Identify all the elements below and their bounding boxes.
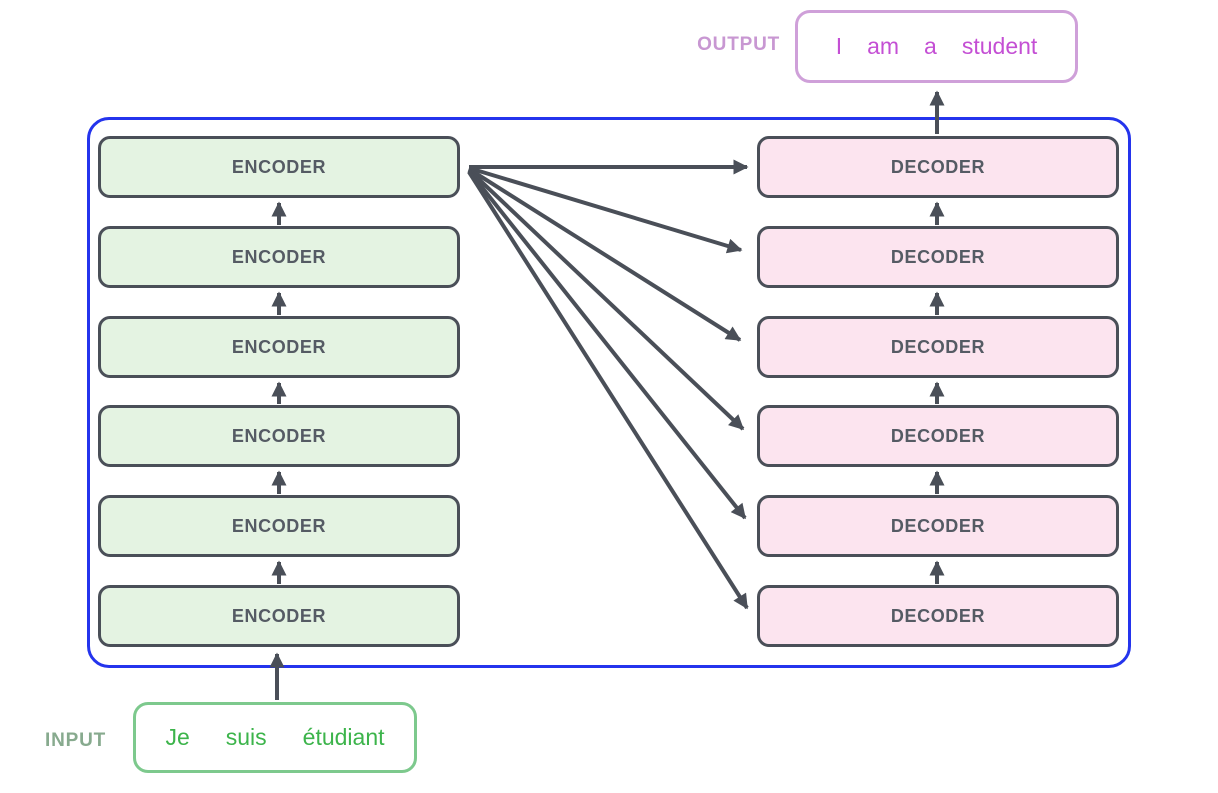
encoder-decoder-container <box>87 117 1131 668</box>
encoder-block-label: ENCODER <box>231 425 327 446</box>
decoder-block-3: DECODER <box>757 316 1119 378</box>
decoder-block-5: DECODER <box>757 495 1119 557</box>
input-word: suis <box>225 724 267 750</box>
encoder-block-6: ENCODER <box>98 585 460 647</box>
encoder-block-label: ENCODER <box>231 605 327 626</box>
decoder-block-2: DECODER <box>757 226 1119 288</box>
decoder-block-label: DECODER <box>890 605 986 626</box>
encoder-block-2: ENCODER <box>98 226 460 288</box>
input-word: étudiant <box>302 724 385 750</box>
encoder-block-label: ENCODER <box>231 246 327 267</box>
encoder-block-label: ENCODER <box>231 156 327 177</box>
encoder-block-4: ENCODER <box>98 405 460 467</box>
decoder-block-label: DECODER <box>890 246 986 267</box>
decoder-block-4: DECODER <box>757 405 1119 467</box>
decoder-block-label: DECODER <box>890 336 986 357</box>
input-word: Je <box>165 724 190 750</box>
decoder-block-6: DECODER <box>757 585 1119 647</box>
output-word: am <box>867 33 900 59</box>
encoder-block-label: ENCODER <box>231 515 327 536</box>
decoder-block-1: DECODER <box>757 136 1119 198</box>
decoder-block-label: DECODER <box>890 425 986 446</box>
output-word: I <box>835 33 843 59</box>
encoder-block-3: ENCODER <box>98 316 460 378</box>
decoder-block-label: DECODER <box>890 156 986 177</box>
input-phrase-box: Je suis étudiant <box>133 702 417 773</box>
output-label: OUTPUT <box>697 34 780 55</box>
encoder-block-5: ENCODER <box>98 495 460 557</box>
output-phrase-box: I am a student <box>795 10 1078 83</box>
output-word: a <box>924 33 937 59</box>
encoder-block-label: ENCODER <box>231 336 327 357</box>
output-word: student <box>961 33 1038 59</box>
input-label: INPUT <box>45 730 106 751</box>
encoder-block-1: ENCODER <box>98 136 460 198</box>
decoder-block-label: DECODER <box>890 515 986 536</box>
